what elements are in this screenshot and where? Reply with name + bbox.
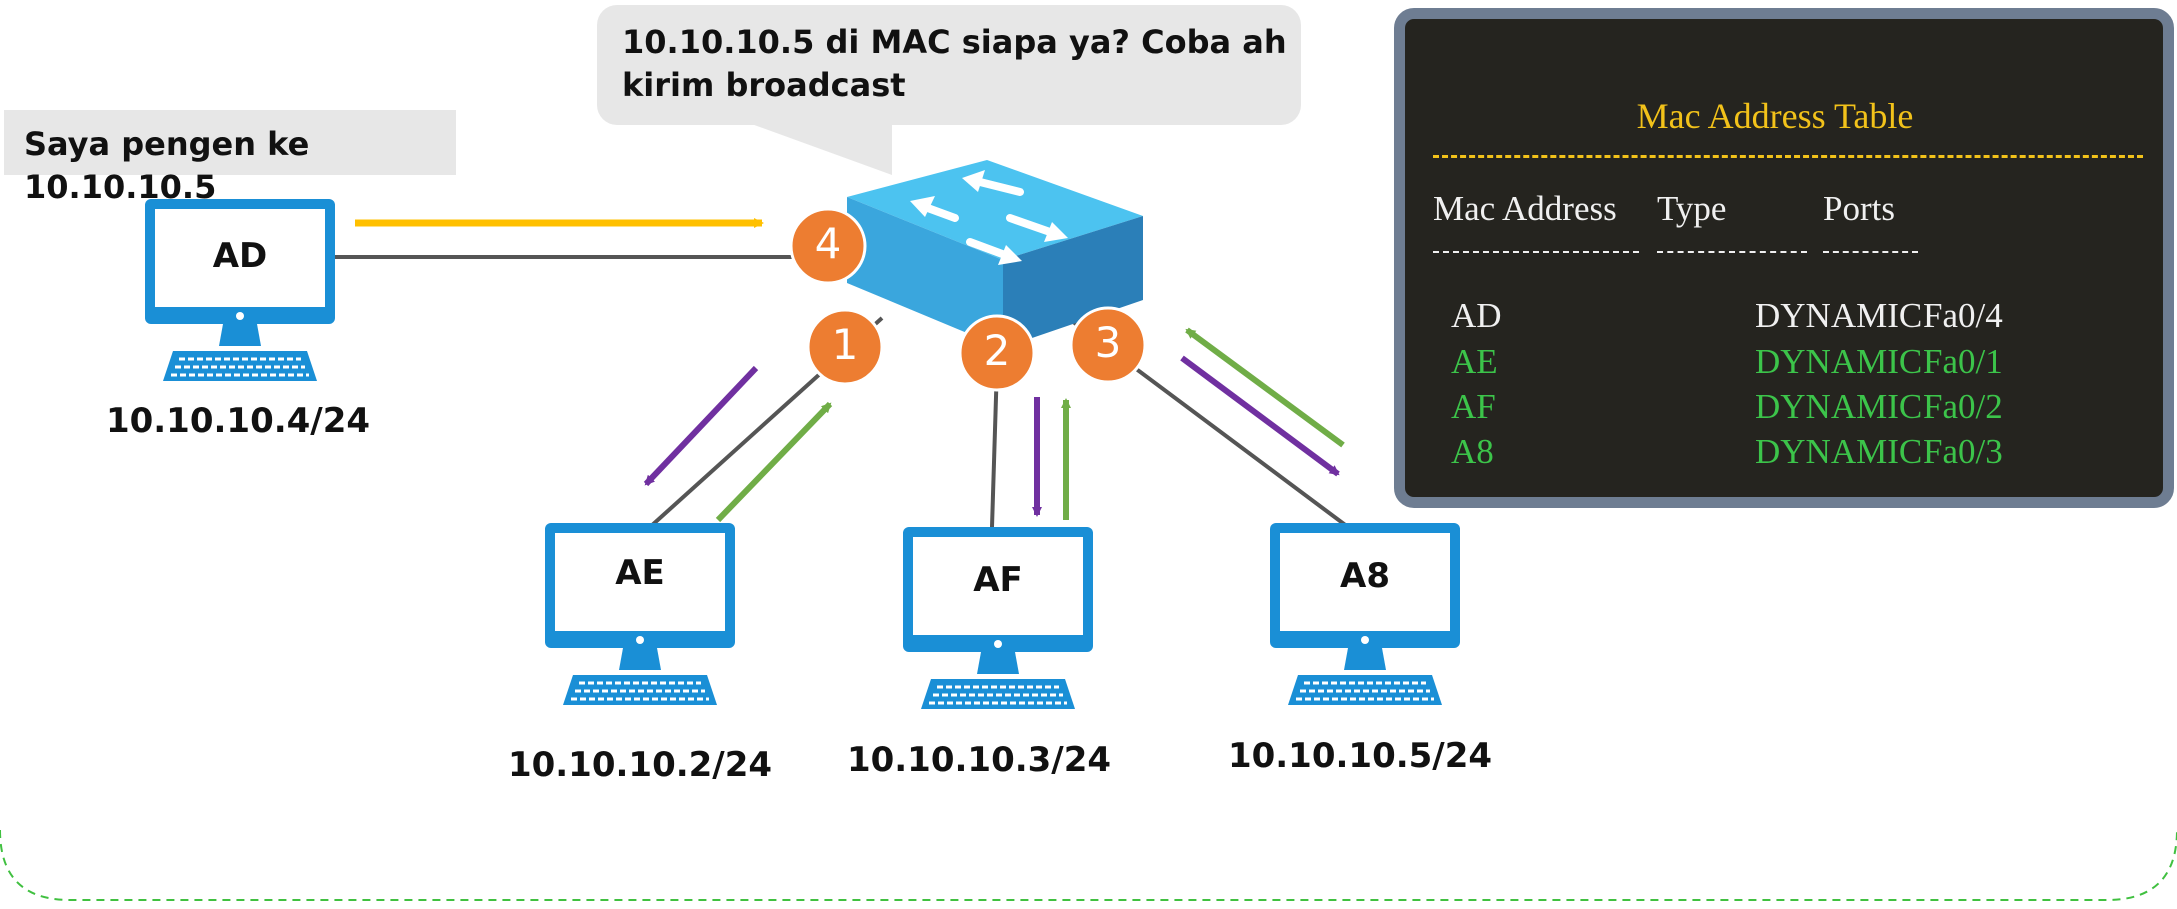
mac-table-cell-port: Fa0/2 [1923, 387, 2003, 426]
mac-table-header-ports: Ports [1823, 189, 1895, 228]
mac-table-cell-mac: AE [1451, 342, 1498, 381]
mac-table-cell-mac: A8 [1451, 432, 1494, 471]
port-badge-1 [806, 308, 884, 386]
speech-bubble-line1: 10.10.10.5 di MAC siapa ya? Coba ah [622, 23, 1287, 61]
computer-label-a8: A8 [1340, 556, 1390, 596]
speech-bubble-line2: kirim broadcast [622, 66, 906, 104]
mac-table-cell-port: Fa0/3 [1923, 432, 2003, 471]
port-number-4: 4 [814, 219, 842, 268]
switch-icon [847, 160, 1143, 348]
arrow-broadcast-ae [643, 365, 759, 487]
arrow-broadcast-a8 [1180, 355, 1340, 477]
port-badge-2 [958, 314, 1036, 392]
ip-label-a8: 10.10.10.5/24 [1227, 736, 1493, 776]
computer-icon-ad [143, 197, 337, 383]
computer-icon-af [901, 525, 1095, 711]
computer-label-ae: AE [615, 553, 665, 593]
computer-label-ad: AD [212, 236, 268, 276]
computer-label-af: AF [973, 560, 1023, 600]
port-badge-3 [1069, 306, 1147, 384]
port-number-1: 1 [831, 320, 859, 369]
speech-bubble-ad: Saya pengen ke 10.10.10.5 [4, 110, 456, 206]
port-number-3: 3 [1094, 318, 1122, 367]
computer-icon-a8 [1268, 521, 1462, 707]
mac-table-cell-port: Fa0/1 [1923, 342, 2003, 381]
mac-table-cell-mac: AD [1451, 296, 1502, 335]
mac-table-title-rule [1433, 155, 2143, 158]
port-badge-4 [789, 207, 867, 285]
mac-table-cell-type: DYNAMIC [1755, 387, 1923, 426]
mac-table-header-underline [1657, 251, 1807, 253]
ip-label-af: 10.10.10.3/24 [846, 740, 1112, 780]
mac-table-cell-mac: AF [1451, 387, 1496, 426]
mac-table-title: Mac Address Table [1636, 96, 1914, 136]
link-af-switch [990, 364, 999, 528]
speech-bubble-switch: 10.10.10.5 di MAC siapa ya? Coba ah kiri… [597, 5, 1301, 125]
mac-table-cell-port: Fa0/4 [1923, 296, 2003, 335]
arrow-reply-a8 [1185, 327, 1345, 448]
computer-icon-ae [543, 521, 737, 707]
mac-table-header-underline [1433, 251, 1639, 253]
mac-table-cell-type: DYNAMIC [1755, 342, 1923, 381]
speech-bubble-tail [735, 118, 892, 175]
mac-address-table: Mac Address Table Mac Address Type Ports… [1394, 8, 2174, 508]
mac-table-cell-type: DYNAMIC [1755, 296, 1923, 335]
ip-label-ae: 10.10.10.2/24 [507, 745, 773, 785]
ip-label-ad: 10.10.10.4/24 [105, 401, 371, 441]
network-boundary [0, 829, 2177, 901]
arrow-reply-ae [715, 401, 833, 523]
mac-table-header-type: Type [1657, 189, 1727, 228]
mac-table-header-underline [1823, 251, 1918, 253]
mac-table-header-mac: Mac Address [1433, 189, 1617, 228]
port-number-2: 2 [983, 326, 1011, 375]
mac-table-cell-type: DYNAMIC [1755, 432, 1923, 471]
cable-links [335, 255, 1350, 529]
